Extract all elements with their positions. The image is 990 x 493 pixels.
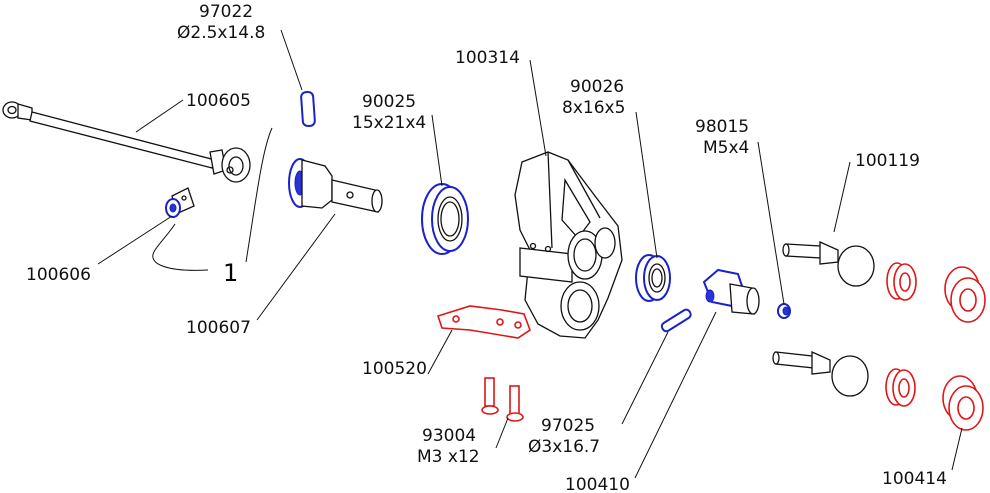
hub-carrier-100314 [514,151,623,339]
part-labels: 97022 Ø2.5x14.8 100605 100606 1 100607 9… [26,2,947,493]
label-97022-size: Ø2.5x14.8 [177,23,265,43]
outdrive-100607 [288,158,383,213]
label-90025-num: 90025 [362,92,416,112]
label-93004-num: 93004 [422,426,476,446]
ball-studs-100119 [772,240,875,397]
callout-1: 1 [223,259,238,287]
pin-97025 [660,308,692,333]
drive-shaft [2,101,251,183]
label-97022-num: 97022 [199,2,253,22]
sleeve-100606 [165,187,195,218]
arm-plate-100520 [436,305,531,339]
label-90026-size: 8x16x5 [562,98,625,118]
label-100607: 100607 [186,318,251,338]
label-90026-num: 90026 [570,77,624,97]
set-screw-98015 [777,303,791,319]
label-93004-size: M3 x12 [417,447,480,467]
label-100606: 100606 [26,265,91,285]
label-97025-size: Ø3x16.7 [528,437,600,457]
bearing-90025 [421,183,469,255]
pin-97022 [300,90,316,128]
label-100410: 100410 [565,475,630,493]
bushings-100414 [885,262,986,431]
label-100314: 100314 [455,48,520,68]
label-100520: 100520 [362,359,427,379]
label-100414: 100414 [882,469,947,489]
label-98015-num: 98015 [695,117,749,137]
screws-93004 [481,377,524,422]
label-97025-num: 97025 [541,416,595,436]
leader-lines [97,29,963,479]
label-98015-size: M5x4 [703,138,749,158]
label-90025-size: 15x21x4 [352,113,426,133]
hex-hub-100410 [702,268,760,315]
bearing-90026 [635,254,671,302]
label-100119: 100119 [855,151,920,171]
label-100605: 100605 [186,91,251,111]
